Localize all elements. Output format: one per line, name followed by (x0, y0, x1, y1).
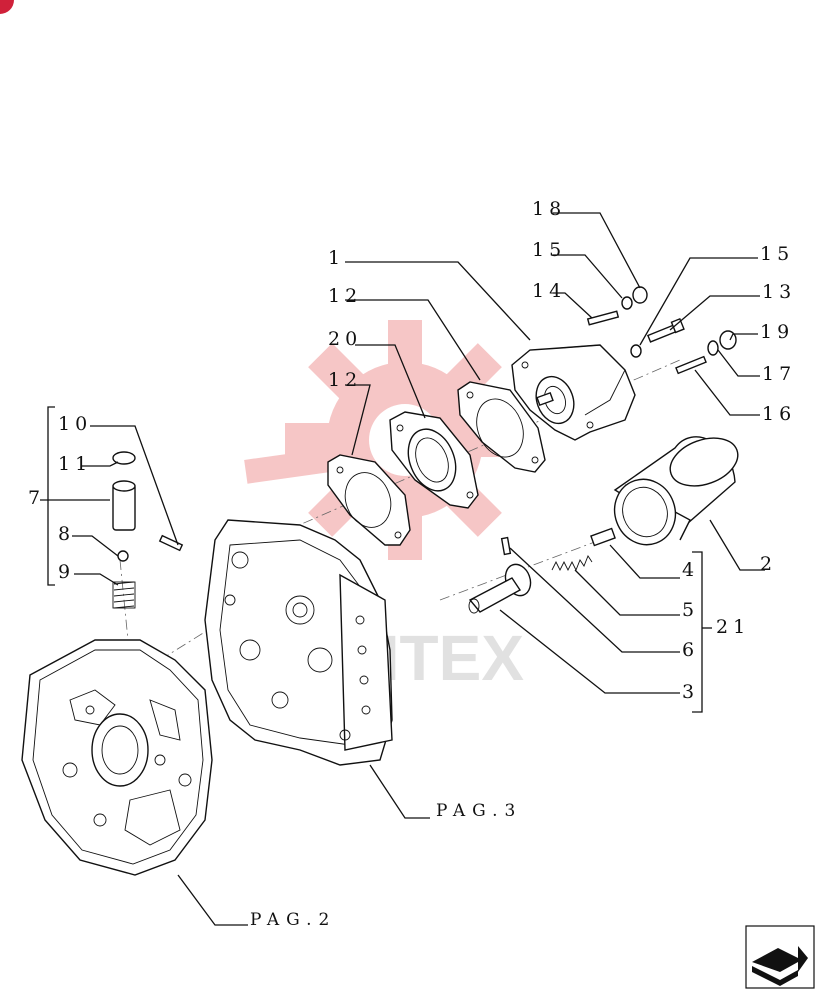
callout-13: 13 (762, 281, 796, 303)
callout-16: 16 (762, 403, 796, 425)
callout-8: 8 (58, 523, 75, 545)
callout-10: 10 (58, 413, 92, 435)
washer-15a (621, 296, 633, 310)
valve-spool-3 (468, 563, 532, 614)
spring-5 (551, 555, 593, 572)
callout-15-left: 15 (532, 239, 566, 261)
ball-8 (117, 550, 129, 562)
hydraulic-pump-1 (511, 344, 636, 441)
valve-body-housing (204, 519, 393, 766)
callout-9: 9 (58, 561, 75, 583)
callout-20: 20 (328, 328, 362, 350)
page-reference-pag3: PAG.3 (436, 801, 522, 821)
callout-17: 17 (762, 363, 796, 385)
nut-18 (632, 286, 648, 304)
callout-21: 21 (716, 616, 750, 638)
callout-2: 2 (760, 553, 777, 575)
callout-6: 6 (682, 639, 699, 661)
adapter-plate-20 (389, 411, 479, 509)
washer-15b (630, 344, 642, 358)
callout-12-upper: 12 (328, 285, 362, 307)
gasket-12-upper (457, 381, 546, 473)
pin-6 (500, 536, 512, 556)
callout-3: 3 (682, 681, 699, 703)
gasket-12-lower (327, 454, 411, 546)
stud-14 (586, 310, 620, 326)
pin-10 (158, 534, 184, 552)
plug-4 (590, 527, 616, 547)
callout-11: 11 (58, 453, 92, 475)
piston-7 (112, 480, 136, 531)
callout-12-lower: 12 (328, 369, 362, 391)
spring-9 (112, 581, 136, 609)
callout-4: 4 (682, 559, 699, 581)
callout-14: 14 (532, 280, 566, 302)
filter-cartridge-2 (613, 436, 739, 546)
leader-lines (40, 212, 765, 926)
next-page-button[interactable] (745, 925, 815, 989)
callout-5: 5 (682, 599, 699, 621)
page-reference-pag2: PAG.2 (250, 910, 336, 930)
callout-19: 19 (760, 321, 794, 343)
washer-17 (707, 340, 719, 356)
callout-15-right: 15 (760, 243, 794, 265)
callout-7: 7 (28, 487, 45, 509)
o-ring-11 (112, 451, 136, 465)
callout-18: 18 (532, 198, 566, 220)
stud-16 (675, 355, 707, 375)
callout-1: 1 (328, 247, 345, 269)
next-page-arrow-icon (752, 946, 808, 986)
transmission-housing (21, 639, 213, 876)
corner-badge (0, 0, 14, 14)
